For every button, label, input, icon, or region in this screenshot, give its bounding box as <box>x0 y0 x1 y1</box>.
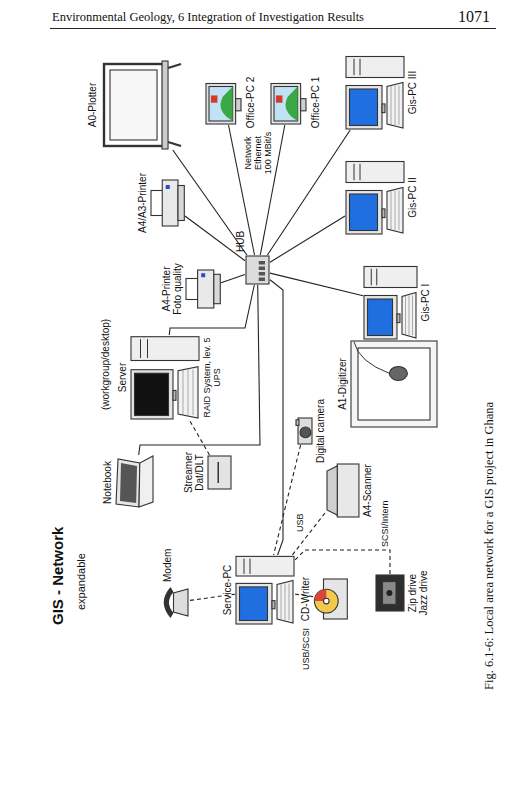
notebook-icon <box>115 455 155 510</box>
device-node: HUB <box>245 255 270 285</box>
network-cable <box>270 273 363 296</box>
device-node: Service-PC <box>235 555 295 625</box>
device-node: A4/A3-Printer <box>150 178 185 228</box>
device-node: Office-PC 2 <box>205 80 243 125</box>
device-label: Digital camera <box>315 391 326 471</box>
device-label: Server <box>117 353 128 403</box>
device-label: Office-PC 2 <box>245 73 256 133</box>
network-cable <box>173 150 247 255</box>
pc-icon <box>363 265 418 340</box>
device-label: Service-PC <box>222 555 233 625</box>
device-node: A0-Plotter <box>100 60 182 150</box>
device-node: Gis-PC I <box>363 265 418 340</box>
device-node: Gis-PC III <box>345 55 405 130</box>
device-node: Zip drive Jazz drive <box>375 574 405 612</box>
peripheral-cable <box>292 513 325 555</box>
cable-label: SCSI/Intern <box>380 500 390 547</box>
camera-icon <box>295 417 313 445</box>
device-node: ServerRAID System, lev. 5 UPS <box>130 335 200 420</box>
streamer-icon <box>207 455 232 490</box>
network-cable <box>270 216 345 262</box>
device-label: CD-Writer <box>300 569 311 629</box>
device-label: Modem <box>162 542 173 582</box>
diagram-title: GIS - Network <box>49 527 66 625</box>
network-cable <box>270 280 283 555</box>
zip-icon <box>375 574 405 612</box>
annotation-label: expandable <box>75 553 87 610</box>
digitizer-icon <box>350 340 438 428</box>
device-label: A4-Printer Foto quality <box>161 257 183 322</box>
peripheral-cable <box>274 445 301 555</box>
device-label: RAID System, lev. 5 UPS <box>202 330 222 425</box>
device-label: A4/A3-Printer <box>137 166 148 241</box>
network-cable <box>185 216 245 261</box>
peripheral-cable <box>295 550 390 574</box>
cable-label: USB <box>295 513 305 532</box>
server-icon <box>130 335 200 420</box>
device-node: Digital camera <box>295 417 313 445</box>
cd-icon <box>313 578 348 620</box>
device-label: Office-PC 1 <box>310 73 321 133</box>
device-node: CD-Writer <box>313 578 348 620</box>
device-label: Streamer Dat/DLT <box>183 448 205 498</box>
header-rule <box>50 28 496 29</box>
device-label: Zip drive Jazz drive <box>407 568 429 618</box>
device-label: A4-Scanner <box>362 456 373 526</box>
annotation-label: (workgroup/desktop) <box>100 319 111 410</box>
page-header: Environmental Geology, 6 Integration of … <box>52 11 364 25</box>
printer-icon <box>150 178 185 228</box>
cable-label: USB/SCSI <box>301 628 311 670</box>
device-node: Notebook <box>115 455 155 510</box>
office-icon <box>205 80 243 125</box>
device-label: A0-Plotter <box>87 70 98 140</box>
device-label: Gis-PC III <box>407 63 418 123</box>
peripheral-cable <box>189 420 209 455</box>
hub-icon <box>245 255 270 285</box>
pc-icon <box>345 55 405 130</box>
office-icon <box>270 80 308 125</box>
figure-caption: Fig. 6.1-6: Local area network for a GIS… <box>482 402 497 690</box>
device-label: Gis-PC I <box>420 273 431 333</box>
scanner-icon <box>325 463 360 518</box>
device-label: Notebook <box>102 453 113 513</box>
phone-icon <box>160 585 190 620</box>
device-node: Modem <box>160 585 190 620</box>
network-cable <box>221 274 245 282</box>
device-node: Gis-PC II <box>345 160 405 235</box>
printer-icon <box>185 268 221 310</box>
rotated-diagram: GIS - Network Fig. 6.1-6: Local area netw… <box>45 30 505 690</box>
annotation-label: Network Ethernet 100 MBit/s <box>243 128 273 178</box>
device-node: A1-Digitizer <box>350 340 438 428</box>
device-node: Office-PC 1 <box>270 80 308 125</box>
network-cable <box>267 130 350 255</box>
device-label: Gis-PC II <box>407 168 418 228</box>
plotter-icon <box>100 60 182 150</box>
device-label: HUB <box>235 222 246 252</box>
device-label: A1-Digitizer <box>337 344 348 424</box>
device-node: Streamer Dat/DLT <box>207 455 232 490</box>
device-node: A4-Printer Foto quality <box>185 268 221 310</box>
page-header: 1071 <box>458 8 490 25</box>
pc-icon <box>345 160 405 235</box>
pc-icon <box>235 555 295 625</box>
device-node: A4-Scanner <box>325 463 360 518</box>
